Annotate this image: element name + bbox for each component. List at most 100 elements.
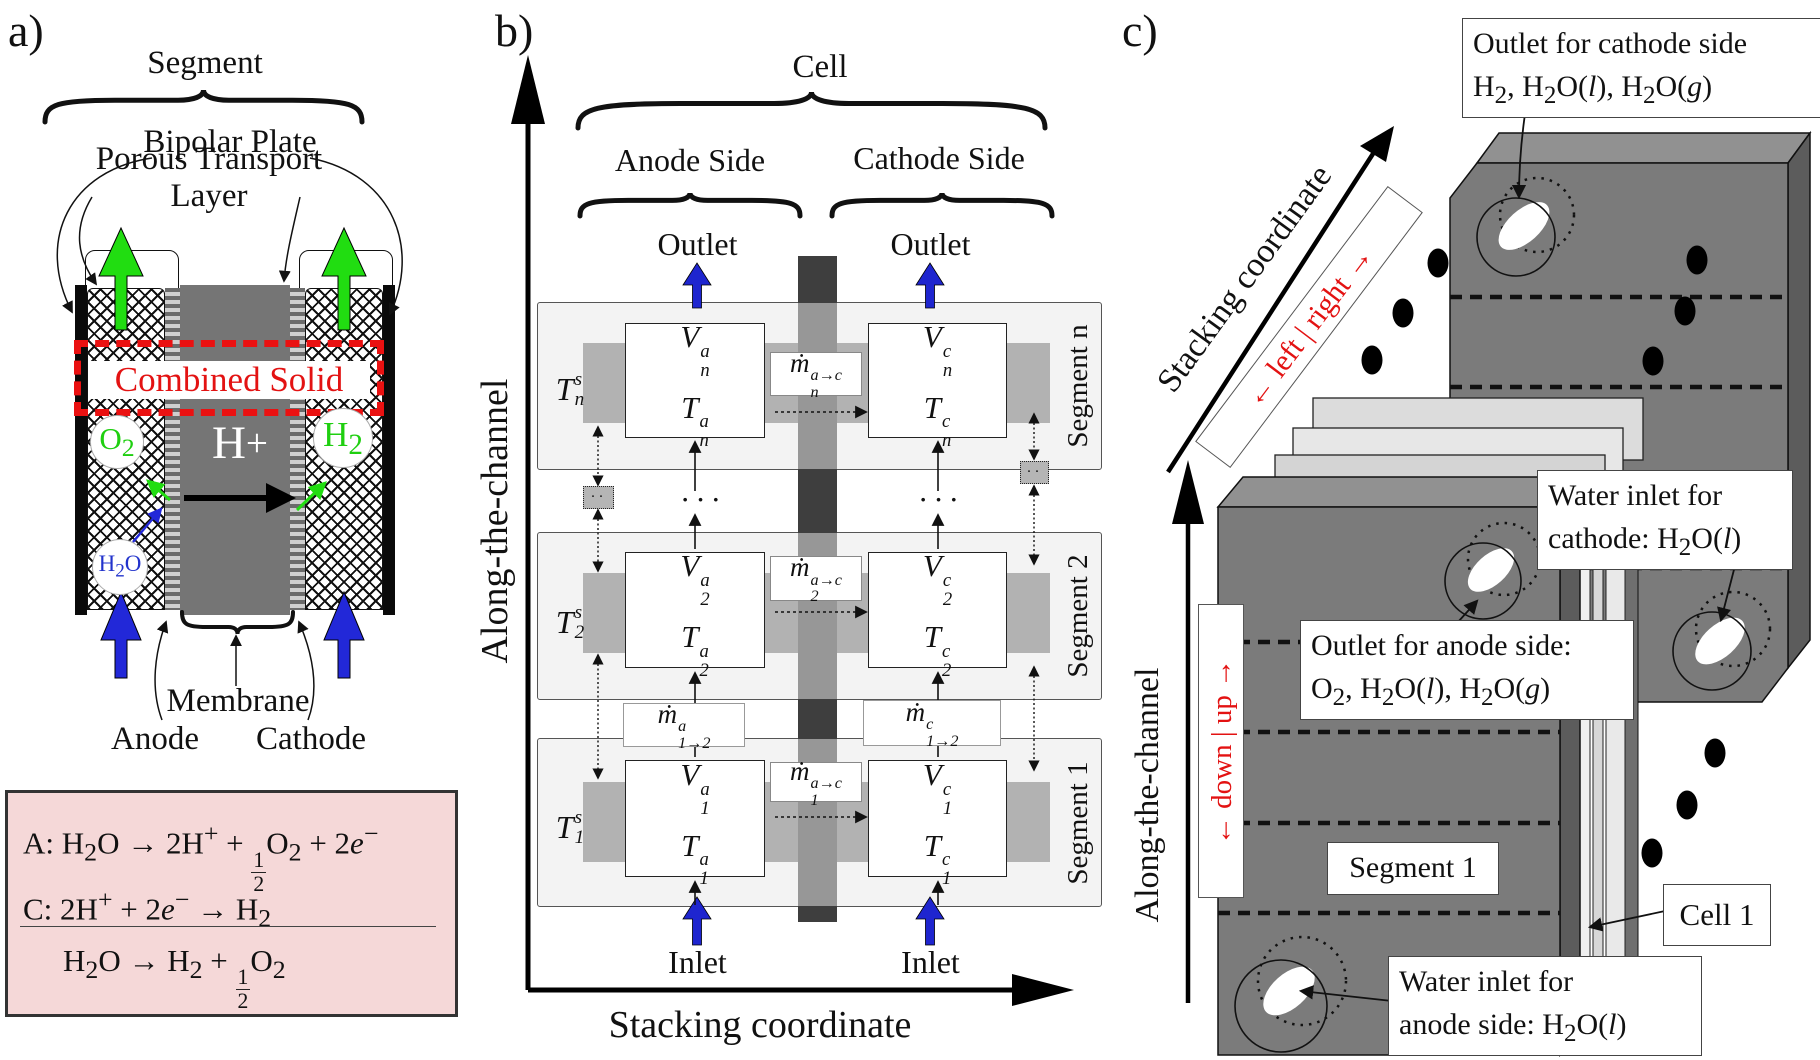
bipolar-plate-label: Bipolar Plate [143,123,317,160]
anode-side-label: Anode Side [614,141,766,178]
cathode-label: Cathode [256,720,366,757]
water-anode-leader [1298,985,1393,1002]
stack-dots-left-3 [1361,345,1383,375]
water-inlet-cathode-callout: Water inlet for cathode: H2O(l) [1537,470,1793,571]
o2-label: O2 [99,420,135,463]
anode-inlet-hole [1234,959,1328,1053]
o2-bubble: O2 [90,415,144,469]
stack-dots-left-1 [1427,248,1449,278]
stack-dots-lower-1 [1704,738,1726,768]
reaction-divider [20,926,436,927]
water-cathode-line2: cathode: H2O(l) [1548,521,1742,561]
membrane-label: Membrane [166,682,310,719]
cathode-side-label: Cathode Side [853,139,1025,176]
cell1-callout: Cell 1 [1663,884,1771,946]
stack-sheet-1 [1312,397,1644,461]
outlet-cathode-line1: Outlet for cathode side [1473,27,1748,60]
segment1-label: Segment 1 [1349,851,1477,885]
panel-a: a) Segment Bipolar Plate Porous Transpor… [0,0,460,1060]
stacking-axis-arrowhead [1360,126,1394,162]
outlet-cathode-label: Outlet [890,225,971,262]
cell1-leader [1587,910,1666,932]
water-anode-line2: anode side: H2O(l) [1399,1007,1627,1047]
cathode-outlet-hole [1476,197,1556,277]
front-plate-top-face [1216,476,1582,508]
cathode-side-brace [829,192,1055,219]
anode-inlet-hole-dotted [1256,935,1348,1027]
y-axis-arrowhead [511,55,545,124]
anode-leader [154,620,169,721]
outlet-anode-callout: Outlet for anode side: O2, H2O(l), H2O(g… [1300,620,1634,721]
segment-2-name: Segment 2 [1061,554,1094,678]
anode-outlet-hole-dotted [1466,521,1542,597]
h-plus-label: H+ [211,417,269,469]
stack-dots-lower-2 [1676,790,1698,820]
segment-1-name: Segment 1 [1061,761,1094,885]
h2o-label: H2O [98,551,142,582]
water-cathode-line1: Water inlet for [1548,479,1723,512]
h2-label: H2 [323,414,363,461]
outlet-anode-line1: Outlet for anode side: [1311,629,1572,662]
x-axis-label: Stacking coordinate [608,1004,912,1046]
solid-dots-box-right: ·· [1020,461,1049,484]
combined-solid-box [74,340,384,416]
anode-inlet-hole-lens [1263,966,1315,1016]
channel-axis-arrowhead [1172,460,1204,524]
cathode-inlet-hole-dotted [1694,590,1772,668]
cathode-outlet-hole-lens [1498,202,1550,250]
anode-outlet-hole [1444,542,1522,620]
ptl-label: Porous Transport Layer [95,141,323,214]
anode-column-dots: ··· [680,482,726,517]
solid-dots-box-left: ·· [583,486,614,509]
cell-label: Cell [792,48,848,85]
back-plate-side-face [1787,130,1811,671]
water-inlet-anode-callout: Water inlet for anode side: H2O(l) [1388,956,1702,1056]
cathode-outlet-hole-dotted [1498,176,1576,254]
h2-bubble: H2 [313,408,373,468]
catalyst-layer-anode [165,288,180,610]
cathode-inlet-hole [1672,611,1752,691]
outlet-cathode-leader [1511,113,1527,200]
cell1-strip-3 [1605,510,1626,1034]
outlet-anode-line2: O2, H2O(l), H2O(g) [1311,671,1551,711]
reaction-cathode: C: 2H+ + 2e− → H2 [23,885,272,933]
cell-brace [575,91,1048,131]
segment-brace [42,89,365,125]
stack-dots-plate-2 [1674,296,1696,326]
h2o-bubble: H2O [92,539,148,595]
inlet-anode-label: Inlet [668,943,727,980]
stack-dots-plate-1 [1686,245,1708,275]
cell1-label: Cell 1 [1679,896,1755,932]
outlet-cathode-callout: Outlet for cathode side H2, H2O(l), H2O(… [1462,18,1820,119]
outlet-anode-label: Outlet [657,225,738,262]
down-up-box: ← down | up → [1198,604,1244,898]
outlet-anode-leader [1457,599,1479,623]
